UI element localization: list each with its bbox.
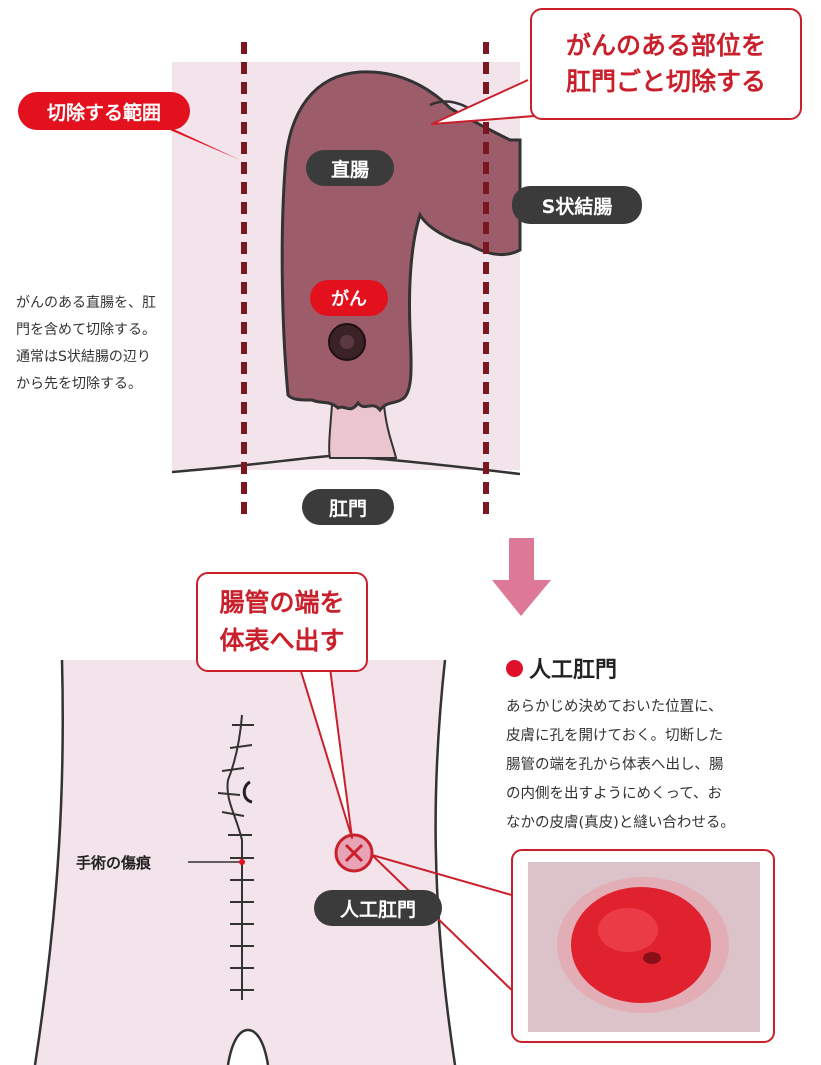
top-description-line-3: 通常はS状結腸の辺り [16, 349, 151, 365]
bottom-description-line-2: 皮膚に孔を開けておく。切断した [506, 728, 724, 744]
torso-right-edge [434, 659, 457, 1065]
bottom-description-line-5: なかの皮膚(真皮)と縫い合わせる。 [506, 815, 735, 831]
down-arrow-shaft [509, 538, 534, 582]
down-arrow-head [492, 580, 551, 616]
stoma-opening [643, 952, 661, 964]
tumor-core [340, 335, 354, 349]
rectum-label: 直腸 [306, 150, 394, 186]
sigmoid-label: S状結腸 [512, 186, 642, 224]
bottom-callout: 腸管の端を 体表へ出す [196, 572, 368, 672]
cancer-label: がん [310, 280, 388, 316]
top-callout-line-2: 肛門ごと切除する [565, 67, 766, 96]
top-callout-line-1: がんのある部位を [565, 31, 766, 60]
surgical-scar [217, 714, 254, 1000]
top-description: がんのある直腸を、肛 門を含めて切除する。 通常はS状結腸の辺り から先を切除す… [16, 290, 156, 398]
bottom-description-line-3: 腸管の端を孔から体表へ出し、腸 [506, 757, 724, 773]
bottom-description-line-4: の内側を出すようにめくって、お [506, 786, 723, 802]
anal-canal [328, 402, 398, 459]
stoma-x-2 [344, 843, 364, 863]
stoma-heading-text: 人工肛門 [529, 658, 618, 683]
bottom-callout-tail [299, 667, 353, 839]
top-callout-tail [431, 79, 561, 125]
stoma-heading: 人工肛門 [506, 652, 617, 684]
bottom-description-line-1: あらかじめ決めておいた位置に、 [506, 699, 723, 715]
cut-range-label: 切除する範囲 [18, 92, 190, 130]
top-description-line-1: がんのある直腸を、肛 [16, 295, 156, 311]
bottom-description: あらかじめ決めておいた位置に、 皮膚に孔を開けておく。切断した 腸管の端を孔から… [506, 693, 735, 838]
bottom-callout-line-2: 体表へ出す [219, 626, 345, 655]
stoma-label: 人工肛門 [314, 890, 442, 926]
torso-left-edge [33, 659, 65, 1065]
crotch [226, 1028, 270, 1065]
top-description-line-4: から先を切除する。 [16, 376, 142, 392]
anus-label: 肛門 [302, 489, 394, 525]
scar-label: 手術の傷痕 [76, 854, 152, 872]
bottom-callout-line-1: 腸管の端を [219, 588, 345, 617]
scar-marker [239, 859, 245, 865]
bullet-dot-icon [506, 659, 523, 677]
navel [242, 780, 253, 804]
photo-leader-bottom [371, 854, 523, 1001]
stoma-highlight [598, 908, 658, 952]
photo-leader-top [371, 854, 523, 899]
body-torso [35, 660, 455, 1065]
top-callout: がんのある部位を 肛門ごと切除する [530, 8, 802, 120]
top-description-line-2: 門を含めて切除する。 [16, 322, 156, 338]
